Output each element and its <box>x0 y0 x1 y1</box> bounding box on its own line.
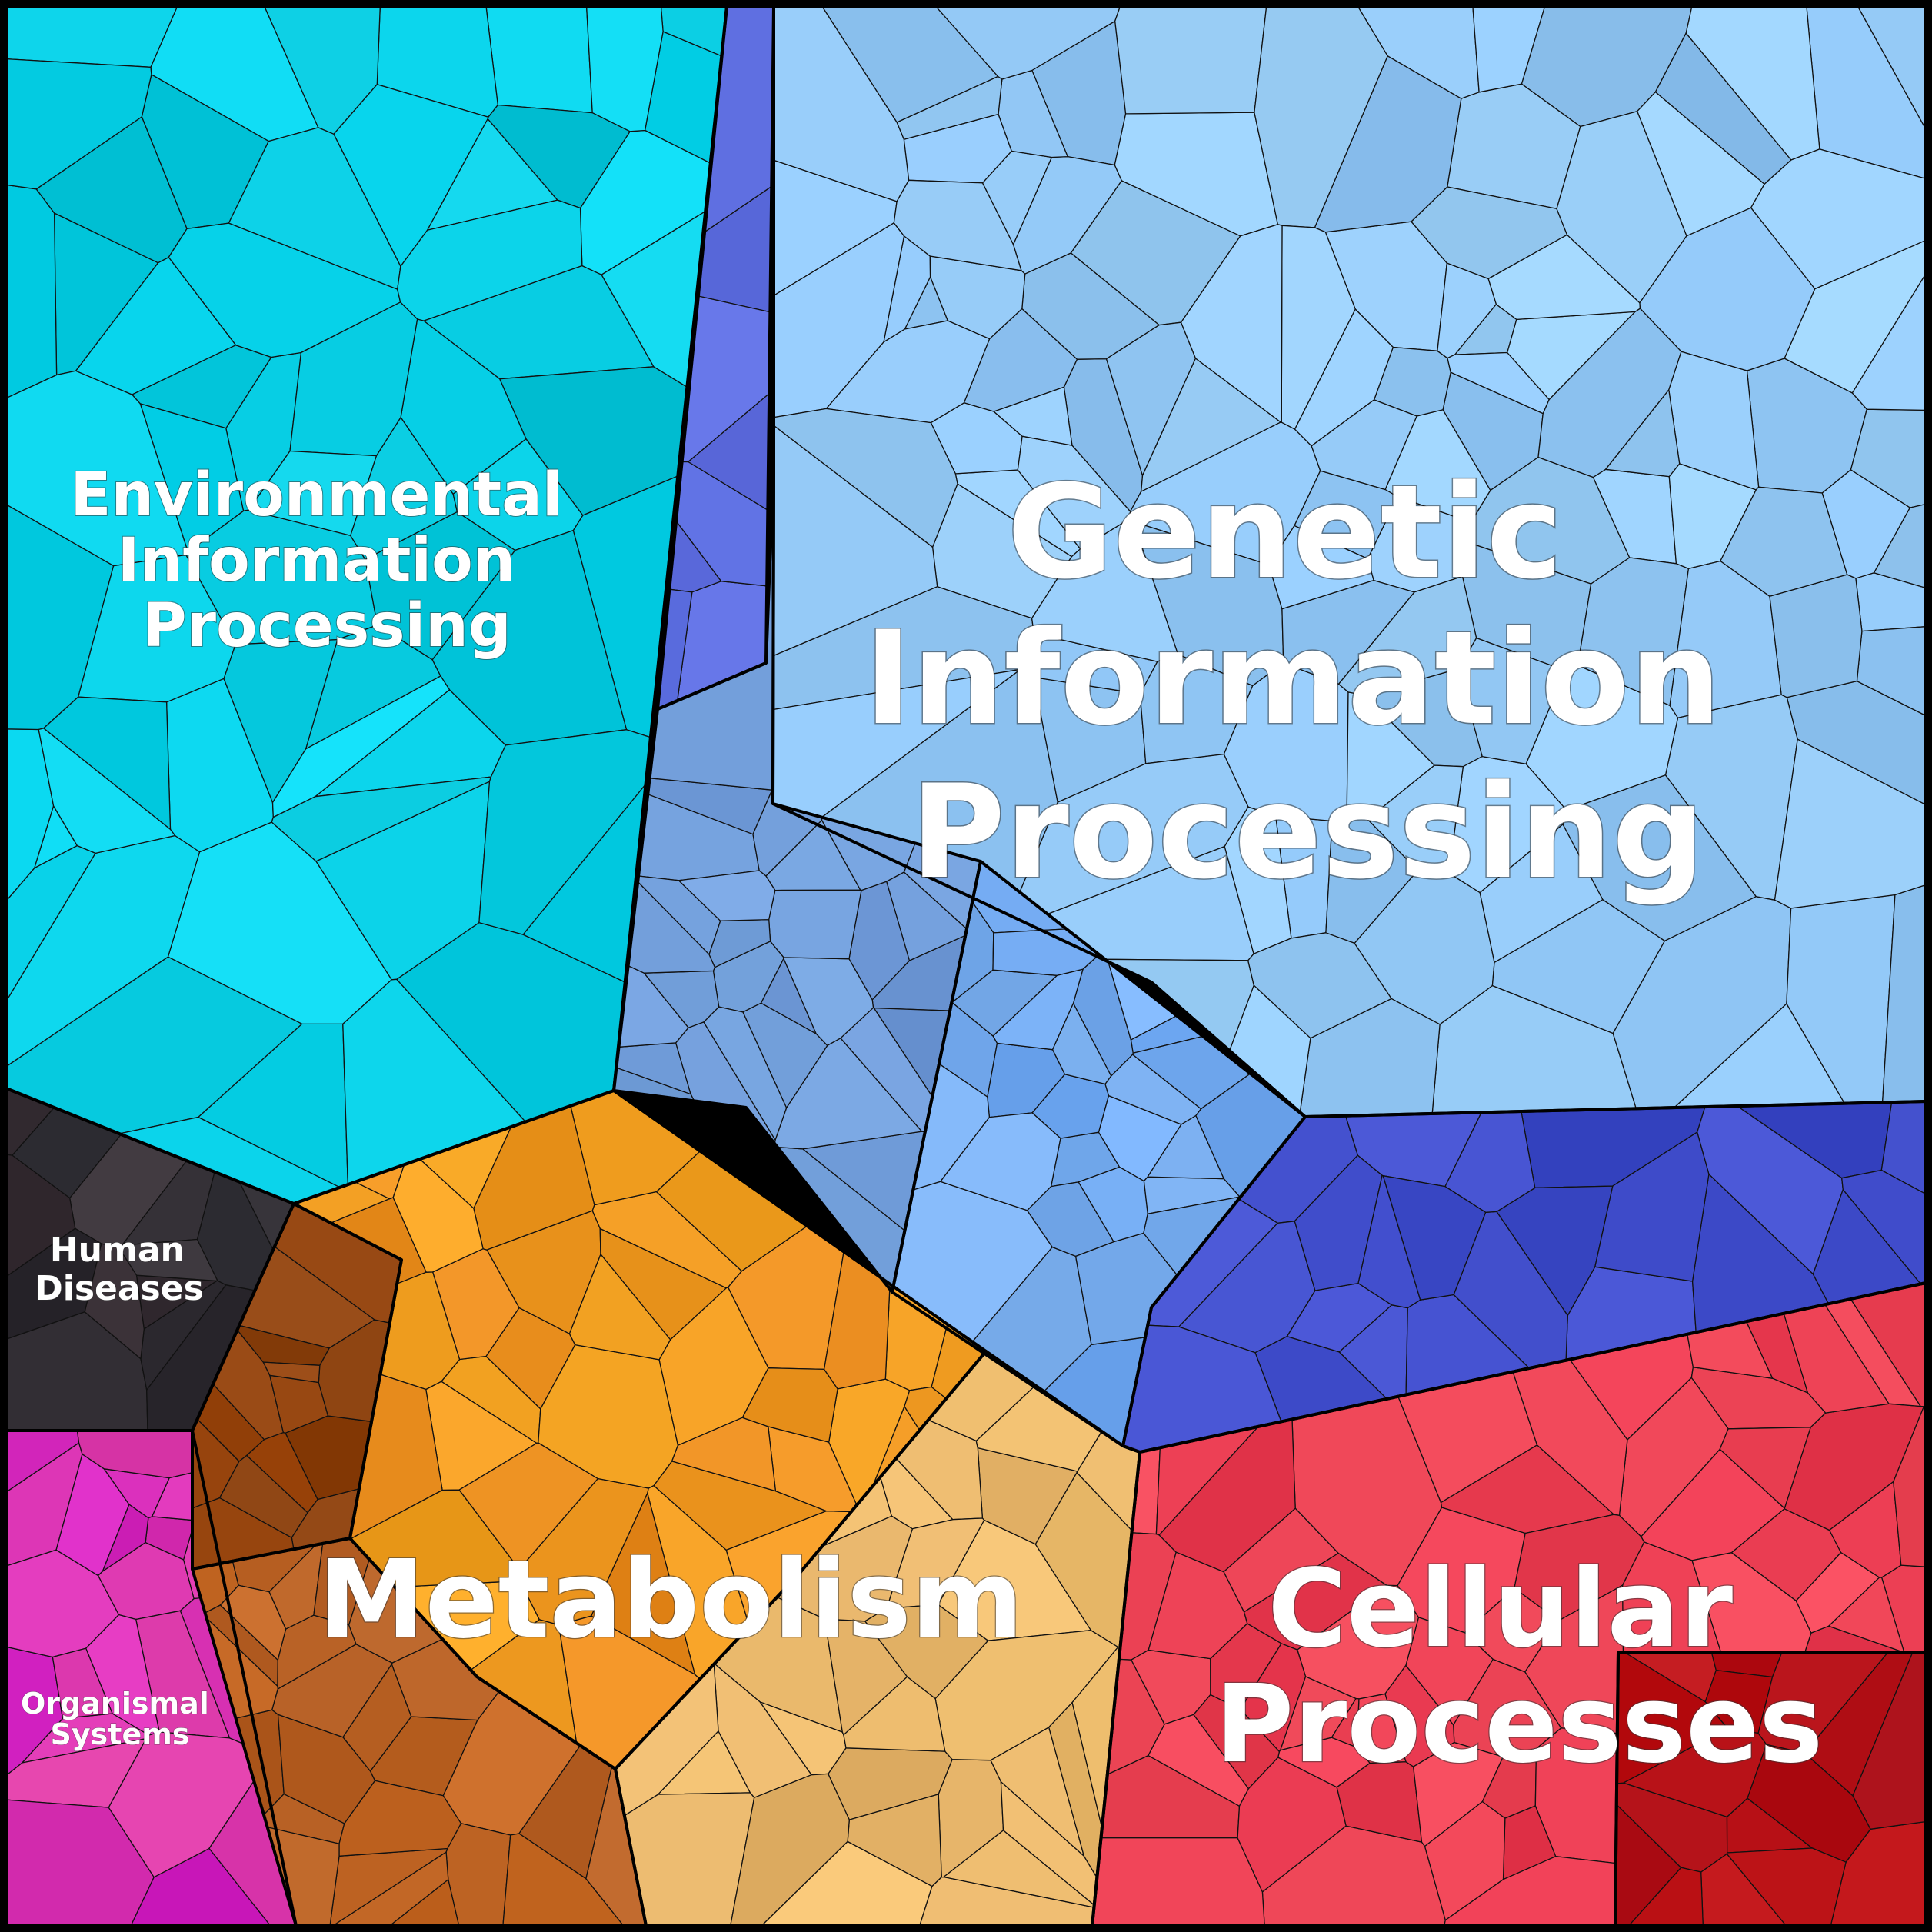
region-genetic-information-processing-cell <box>893 179 1022 271</box>
region-environmental-information-processing-cell <box>487 104 631 209</box>
region-cellular-processes-cell <box>1514 1514 1645 1621</box>
region-environmental-information-processing-cell <box>365 511 516 661</box>
region-cellular-processes-cell <box>1237 1757 1347 1893</box>
region-cellular-processes-cell <box>1413 1741 1504 1847</box>
region-environmental-information-processing-cell <box>485 5 593 114</box>
region-metabolism-copper-cell <box>342 1664 412 1772</box>
region-organismal-systems-cell <box>52 1647 113 1720</box>
region-genetic-subcategory-2-cell <box>708 918 771 968</box>
region-genetic-information-processing-cell <box>1821 469 1910 579</box>
region-metabolism-orange-cell <box>671 1417 777 1492</box>
region-genetic-information-processing-cell <box>773 408 958 548</box>
region-genetic-information-processing-cell <box>825 320 991 424</box>
region-metabolism-copper-cell <box>338 1780 462 1857</box>
region-cellular-processes-cell <box>1719 1427 1811 1509</box>
region-environmental-information-processing-cell <box>5 5 178 68</box>
region-genetic-information-processing-cell <box>1479 824 1604 963</box>
region-genetic-information-processing-cell <box>1367 764 1464 874</box>
region-genetic-information-processing-cell <box>1639 207 1816 371</box>
region-genetic-subcategory-2-cell <box>678 870 776 921</box>
region-genetic-information-processing-cell <box>1311 399 1417 491</box>
region-genetic-subcategory-4-cell <box>1382 1175 1487 1301</box>
region-cellular-subcategory-cell <box>1747 1744 1871 1863</box>
region-genetic-subcategory-3-cell <box>940 1112 1061 1211</box>
region-genetic-information-processing-cell <box>1750 148 1927 290</box>
region-environmental-information-processing-cell <box>248 450 378 536</box>
region-cellular-processes-cell <box>1148 1551 1248 1660</box>
region-genetic-subcategory-2-cell <box>760 958 817 1034</box>
region-genetic-subcategory-2-cell <box>768 889 862 960</box>
region-metabolism-tan-cell <box>864 1604 989 1700</box>
region-environmental-information-processing-cell <box>38 728 176 854</box>
label-environmental-information-processing: Environmental Information Processing <box>70 461 584 661</box>
region-cellular-processes-cell <box>1405 1617 1494 1726</box>
label-cellular-processes: Cellular Processes <box>1215 1547 1824 1787</box>
region-genetic-information-processing-cell <box>1604 389 1681 478</box>
region-cellular-processes-cell <box>1331 1697 1360 1748</box>
label-human-diseases: Human Diseases <box>35 1231 204 1308</box>
region-genetic-information-processing-cell <box>1447 351 1550 415</box>
region-environmental-information-processing-cell <box>5 184 58 399</box>
region-metabolism-copper-cell <box>219 1584 287 1661</box>
region-metabolism-brown-cell <box>262 1361 321 1384</box>
region-environmental-information-processing-cell <box>478 729 651 935</box>
region-genetic-information-processing-cell <box>773 5 910 202</box>
region-environmental-information-processing-cell <box>271 675 451 818</box>
region-human-diseases-cell <box>196 1171 274 1291</box>
region-genetic-information-processing-cell <box>993 386 1073 446</box>
region-genetic-subcategory-4-cell <box>1594 1131 1710 1282</box>
region-metabolism-tan-cell <box>843 1676 946 1752</box>
region-environmental-information-processing-cell <box>5 370 188 567</box>
region-environmental-information-processing-cell <box>397 199 583 321</box>
region-metabolism-brown-cell <box>196 1384 265 1462</box>
region-genetic-information-processing-cell <box>1281 579 1415 685</box>
label-metabolism: Metabolism <box>318 1537 1023 1663</box>
label-organismal-systems: Organismal Systems <box>21 1687 219 1751</box>
region-genetic-information-processing-cell <box>1769 574 1863 698</box>
region-genetic-subcategory-3-cell <box>1051 1002 1112 1085</box>
region-cellular-processes-cell <box>1091 1837 1265 1927</box>
treemap-cells <box>5 5 1927 1927</box>
region-human-diseases-cell <box>84 1243 145 1360</box>
region-genetic-information-processing-cell <box>1180 224 1283 423</box>
region-genetic-information-processing-cell <box>1114 5 1267 115</box>
region-metabolism-orange-cell <box>568 1254 671 1361</box>
region-metabolism-orange-cell <box>591 1492 696 1675</box>
label-genetic-information-processing: Genetic Information Processing <box>864 457 1766 908</box>
region-metabolism-orange-cell <box>392 1158 484 1273</box>
region-genetic-information-processing-cell <box>1669 560 1782 718</box>
region-genetic-information-processing-cell <box>1031 518 1179 662</box>
region-organismal-systems-cell <box>102 1504 149 1572</box>
region-metabolism-tan-cell <box>730 1773 850 1927</box>
